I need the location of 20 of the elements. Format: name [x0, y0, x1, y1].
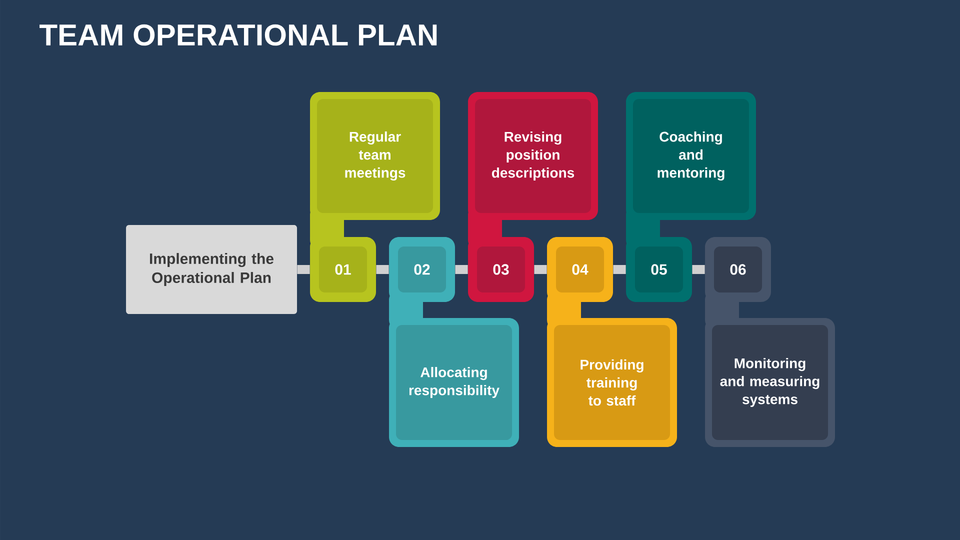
connector-line: [692, 265, 705, 274]
number-tab: 06: [714, 246, 762, 292]
connector-line: [455, 265, 468, 274]
number-tab: 04: [556, 246, 604, 292]
connector-line: [297, 265, 310, 274]
start-box: Implementing the Operational Plan: [126, 225, 297, 314]
step-box: Regular team meetings: [317, 99, 433, 213]
number-tab: 03: [477, 246, 525, 292]
step-box: Coaching and mentoring: [633, 99, 749, 213]
title: TEAM OPERATIONAL PLAN: [40, 24, 437, 46]
connector-line: [534, 265, 547, 274]
connector-line: [376, 265, 389, 274]
number-tab: 02: [398, 246, 446, 292]
step-box: Monitoring and measuring systems: [712, 325, 828, 440]
step-box: Revising position descriptions: [475, 99, 591, 213]
number-tab: 01: [319, 246, 367, 292]
step-box: Allocating responsibility: [396, 325, 512, 440]
connector-line: [613, 265, 626, 274]
step-box: Providing training to staff: [554, 325, 670, 440]
number-tab: 05: [635, 246, 683, 292]
